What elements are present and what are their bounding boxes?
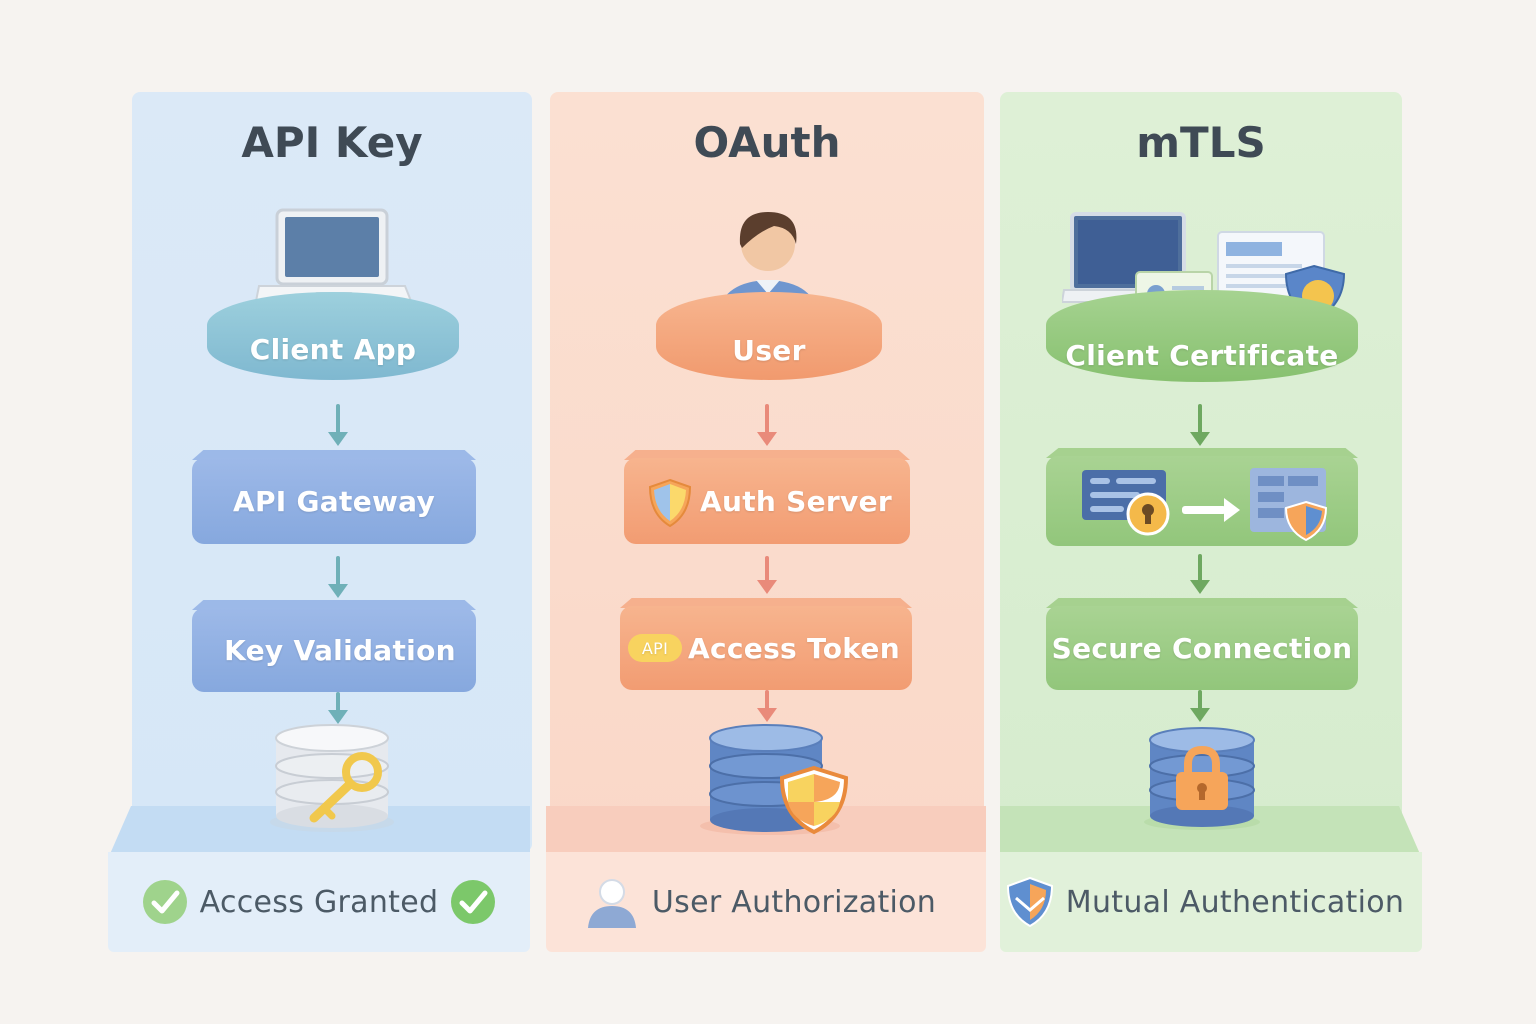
arrow-2 — [328, 556, 348, 600]
api-gateway-node: API Gateway — [192, 458, 476, 544]
client-certificate-node: Client Certificate — [1046, 290, 1358, 382]
arrow-3 — [328, 692, 348, 726]
check-icon — [142, 880, 187, 924]
user-authorization-label: User Authorization — [651, 884, 937, 920]
oauth-title: OAuth — [693, 118, 841, 167]
arrow-4 — [757, 404, 777, 446]
shield-icon — [1006, 876, 1053, 928]
mtls-title: mTLS — [1136, 118, 1266, 167]
user-authorization-footer: User Authorization — [546, 852, 986, 952]
arrow-9 — [1190, 690, 1210, 724]
arrow-5 — [757, 556, 777, 596]
user-icon — [587, 879, 636, 928]
access-token-node: API Access Token — [620, 606, 912, 690]
access-granted-footer: Access Granted — [108, 852, 530, 952]
auth-server-label: Auth Server — [700, 484, 892, 518]
client-app-label: Client App — [249, 332, 417, 366]
key-exchange-icon — [1082, 468, 1328, 542]
database-lock-icon — [1144, 727, 1260, 830]
key-exchange-node — [1046, 456, 1358, 546]
access-token-label: Access Token — [688, 631, 900, 665]
database-shield-icon — [700, 724, 849, 835]
arrow-1 — [328, 404, 348, 446]
api-gateway-label: API Gateway — [232, 484, 436, 518]
secure-connection-node: Secure Connection — [1046, 606, 1358, 690]
database-key-icon — [270, 724, 394, 832]
check-icon — [451, 880, 496, 924]
access-granted-label: Access Granted — [199, 884, 439, 920]
mutual-authentication-label: Mutual Authentication — [1065, 884, 1405, 920]
api-token-badge: API — [628, 634, 682, 662]
secure-connection-label: Secure Connection — [1051, 631, 1353, 665]
arrow-6 — [757, 690, 777, 724]
key-validation-node: Key Validation — [192, 608, 476, 692]
mutual-authentication-footer: Mutual Authentication — [1000, 852, 1422, 952]
shield-icon — [648, 478, 692, 528]
user-node: User — [656, 292, 882, 380]
client-app-node: Client App — [207, 292, 459, 380]
arrow-8 — [1190, 554, 1210, 596]
api-key-title: API Key — [241, 118, 423, 167]
user-label: User — [732, 333, 806, 367]
arrow-7 — [1190, 404, 1210, 446]
auth-server-node: Auth Server — [624, 458, 910, 544]
key-validation-label: Key Validation — [224, 633, 456, 667]
client-certificate-label: Client Certificate — [1065, 338, 1339, 372]
